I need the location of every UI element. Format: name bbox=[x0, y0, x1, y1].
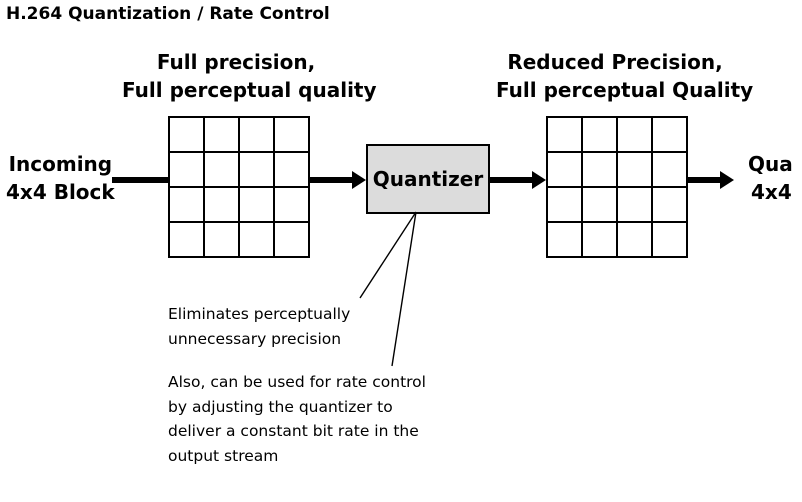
note-rate-control-line-4: output stream bbox=[168, 446, 279, 465]
grid-cell bbox=[581, 186, 618, 223]
output-label-line-1: Qua bbox=[748, 152, 793, 176]
grid-cell bbox=[273, 186, 310, 223]
quantizer-box: Quantizer bbox=[366, 144, 490, 214]
grid-cell bbox=[651, 186, 688, 223]
grid-cell bbox=[273, 221, 310, 258]
input-label: Incoming 4x4 Block bbox=[6, 150, 115, 206]
output-grid-caption: Reduced Precision, Full perceptual Quali… bbox=[496, 48, 754, 104]
grid-cell bbox=[203, 151, 240, 188]
grid-cell bbox=[651, 116, 688, 153]
input-connector bbox=[112, 177, 168, 183]
note-rate-control-line-3: deliver a constant bit rate in the bbox=[168, 422, 419, 440]
note-rate-control-line-2: by adjusting the quantizer to bbox=[168, 397, 393, 416]
output-grid bbox=[546, 116, 688, 258]
grid-row bbox=[546, 116, 688, 153]
grid-row bbox=[546, 186, 688, 223]
grid-cell bbox=[203, 221, 240, 258]
pointer-line-to-note-2 bbox=[391, 211, 417, 367]
input-grid-caption: Full precision, Full perceptual quality bbox=[122, 48, 377, 104]
output-label: Qua 4x4 bbox=[748, 150, 802, 206]
grid-row bbox=[546, 221, 688, 258]
note-rate-control-line-1: Also, can be used for rate control bbox=[168, 373, 426, 391]
grid-cell bbox=[168, 116, 205, 153]
grid-cell bbox=[651, 151, 688, 188]
input-grid-caption-line-1: Full precision, bbox=[156, 50, 316, 74]
grid-cell bbox=[546, 186, 583, 223]
arrow-to-output bbox=[686, 171, 734, 189]
note-precision-line-1: Eliminates perceptually bbox=[168, 305, 351, 323]
input-label-line-1: Incoming bbox=[8, 152, 113, 176]
output-grid-caption-line-1: Reduced Precision, bbox=[507, 50, 723, 74]
note-precision-line-2: unnecessary precision bbox=[168, 329, 342, 348]
grid-cell bbox=[581, 151, 618, 188]
grid-cell bbox=[238, 116, 275, 153]
grid-row bbox=[168, 151, 310, 188]
grid-cell bbox=[168, 186, 205, 223]
page-title: H.264 Quantization / Rate Control bbox=[6, 4, 330, 24]
note-precision: Eliminates perceptually unnecessary prec… bbox=[168, 302, 350, 351]
output-grid-caption-line-2: Full perceptual Quality bbox=[496, 78, 754, 102]
grid-cell bbox=[651, 221, 688, 258]
grid-cell bbox=[168, 151, 205, 188]
grid-cell bbox=[546, 151, 583, 188]
grid-cell bbox=[273, 116, 310, 153]
grid-cell bbox=[168, 221, 205, 258]
grid-row bbox=[546, 151, 688, 188]
grid-cell bbox=[546, 116, 583, 153]
grid-cell bbox=[581, 116, 618, 153]
grid-cell bbox=[616, 221, 653, 258]
output-label-line-2: 4x4 bbox=[751, 180, 792, 204]
grid-cell bbox=[616, 186, 653, 223]
quantizer-label: Quantizer bbox=[372, 167, 484, 191]
input-grid-caption-line-2: Full perceptual quality bbox=[122, 78, 377, 102]
grid-cell bbox=[203, 186, 240, 223]
grid-cell bbox=[616, 151, 653, 188]
grid-cell bbox=[238, 221, 275, 258]
grid-row bbox=[168, 186, 310, 223]
arrow-to-output-grid bbox=[490, 171, 546, 189]
arrow-to-quantizer bbox=[308, 171, 366, 189]
grid-row bbox=[168, 116, 310, 153]
grid-row bbox=[168, 221, 310, 258]
note-rate-control: Also, can be used for rate control by ad… bbox=[168, 370, 426, 468]
grid-cell bbox=[581, 221, 618, 258]
input-label-line-2: 4x4 Block bbox=[6, 180, 115, 204]
grid-cell bbox=[203, 116, 240, 153]
pointer-line-to-note-1 bbox=[359, 211, 417, 299]
input-grid bbox=[168, 116, 310, 258]
grid-cell bbox=[238, 151, 275, 188]
grid-cell bbox=[238, 186, 275, 223]
grid-cell bbox=[616, 116, 653, 153]
grid-cell bbox=[273, 151, 310, 188]
grid-cell bbox=[546, 221, 583, 258]
